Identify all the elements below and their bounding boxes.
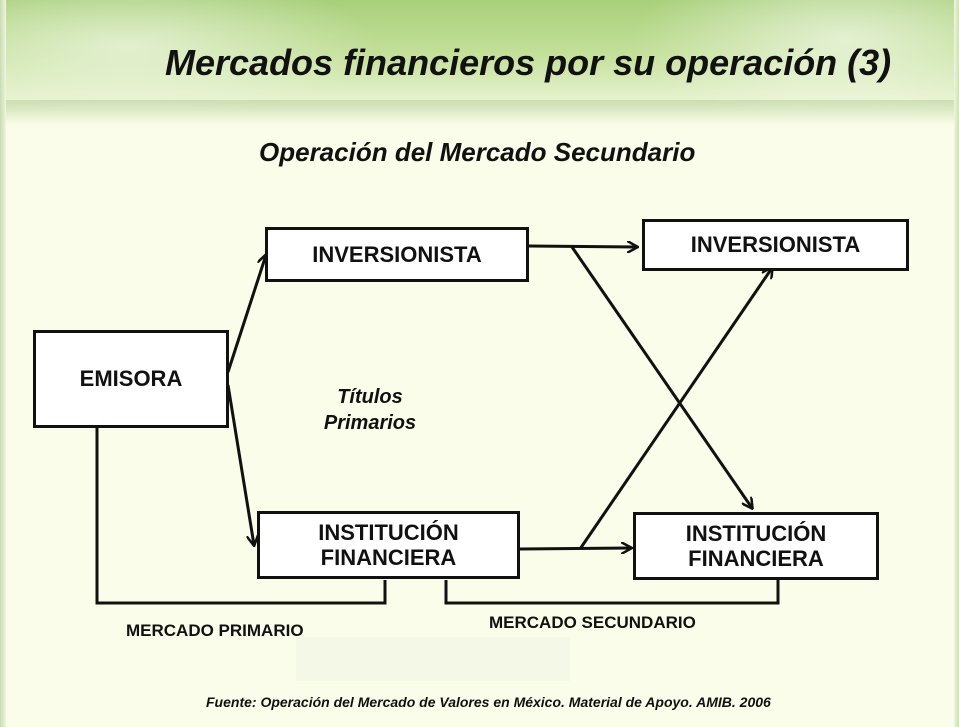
arrow-emisora-to-inversionista	[226, 255, 266, 373]
inversionista-right-label: INVERSIONISTA	[690, 232, 861, 258]
slide-frame-right	[954, 0, 959, 727]
slide-frame-left	[0, 0, 6, 727]
arrow-emisora-to-institucion	[226, 384, 254, 545]
arrow-institucion-to-inversionista	[578, 268, 772, 550]
institucion-left-line2: FINANCIERA	[320, 545, 457, 570]
institucion-right-line2: FINANCIERA	[688, 546, 824, 571]
mercado-secundario-label: MERCADO SECUNDARIO	[489, 613, 696, 632]
institucion-right-box: INSTITUCIÓN FINANCIERA	[633, 512, 879, 580]
inversionista-right-box: INVERSIONISTA	[642, 219, 909, 271]
header-band	[0, 0, 959, 122]
inversionista-left-box: INVERSIONISTA	[265, 227, 529, 282]
emisora-box: EMISORA	[33, 330, 229, 428]
source-footer: Fuente: Operación del Mercado de Valores…	[206, 694, 771, 710]
arrow-inversionista-to-institucion	[570, 246, 752, 508]
institucion-left-line1: INSTITUCIÓN	[318, 519, 459, 545]
bracket-mercado-primario	[95, 428, 387, 605]
institucion-left-box: INSTITUCIÓN FINANCIERA	[257, 511, 520, 579]
arrow-inversionista-to-inversionista	[528, 246, 637, 247]
titulos-line2: Primarios	[323, 412, 417, 434]
slide-title: Mercados financieros por su operación (3…	[165, 42, 892, 83]
arrow-institucion-to-institucion	[519, 548, 631, 549]
overlay-patch	[296, 637, 570, 681]
mercado-primario-label: MERCADO PRIMARIO	[126, 621, 304, 640]
titulos-line1: Títulos	[337, 386, 403, 408]
bracket-mercado-secundario	[444, 580, 780, 605]
emisora-label: EMISORA	[79, 366, 183, 392]
inversionista-left-label: INVERSIONISTA	[312, 241, 482, 267]
institucion-right-line1: INSTITUCIÓN	[685, 520, 827, 546]
header-shadow	[0, 100, 959, 126]
diagram-subtitle: Operación del Mercado Secundario	[259, 137, 696, 167]
titulos-primarios-label: Títulos Primarios	[285, 384, 455, 436]
